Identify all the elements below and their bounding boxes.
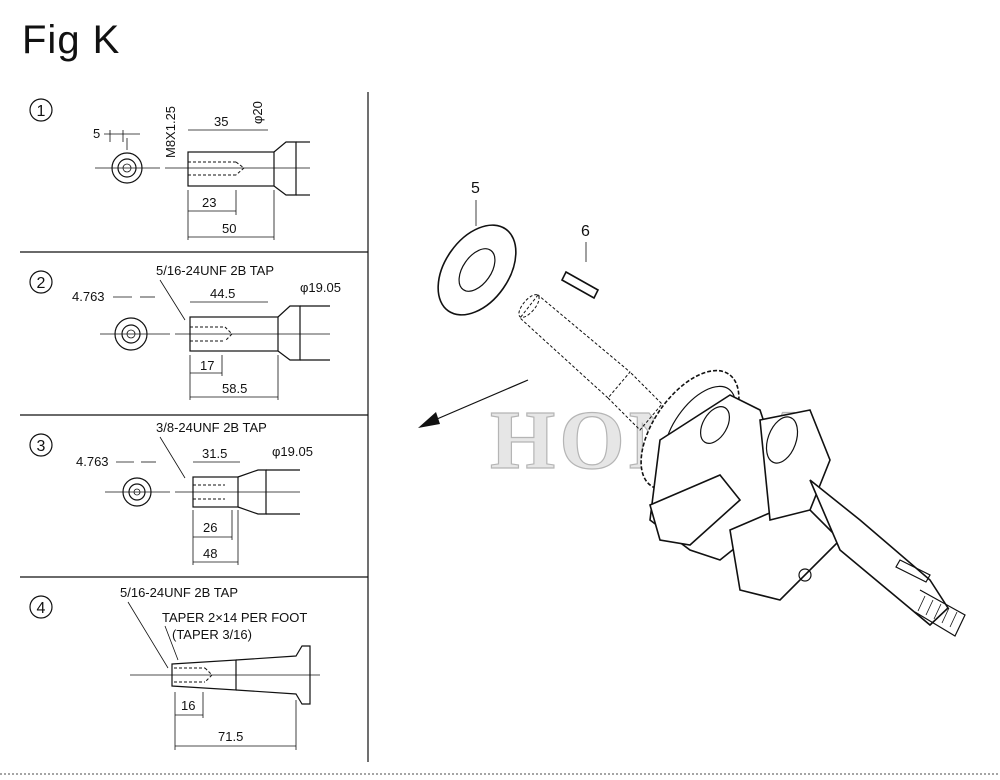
callout-washer: 5 (471, 180, 480, 197)
shaft-view-2: 2 5/16-24UNF 2B TAP 4.763 44.5 φ19.05 17… (29, 263, 341, 400)
taper-note: (TAPER 3/16) (172, 627, 252, 642)
dim-label: 48 (203, 546, 217, 561)
exploded-view: HONDA 5 6 (418, 180, 966, 637)
dim-label: 35 (214, 114, 228, 129)
dim-label: 4.763 (76, 454, 109, 469)
dim-label: 31.5 (202, 446, 227, 461)
diameter-label: φ19.05 (300, 280, 341, 295)
diameter-label: φ19.05 (272, 444, 313, 459)
dim-label: 4.763 (72, 289, 105, 304)
dim-label: 16 (181, 698, 195, 713)
tap-label: 3/8-24UNF 2B TAP (156, 420, 267, 435)
thread-label: M8X1.25 (163, 106, 178, 158)
shaft-view-1: 1 5 M8X1.25 35 φ20 23 50 (29, 98, 310, 240)
crankshaft-part (649, 394, 966, 637)
shaft-view-4: 4 5/16-24UNF 2B TAP TAPER 2×14 PER FOOT … (29, 585, 320, 750)
view-index: 3 (37, 438, 46, 455)
shaft-view-3: 3 3/8-24UNF 2B TAP 4.763 31.5 φ19.05 26 … (29, 420, 313, 565)
washer-part: 5 (437, 180, 517, 316)
view-index-circle (29, 595, 53, 619)
dim-label: 50 (222, 221, 236, 236)
tap-label: 5/16-24UNF 2B TAP (120, 585, 238, 600)
dim-label: 71.5 (218, 729, 243, 744)
panel-frame (0, 92, 1000, 775)
dim-label: 5 (93, 126, 100, 141)
view-index: 1 (37, 103, 46, 120)
tap-label: 5/16-24UNF 2B TAP (156, 263, 274, 278)
view-index: 2 (37, 275, 46, 292)
shaft-outline (518, 294, 663, 431)
dim-label: 58.5 (222, 381, 247, 396)
view-index: 4 (37, 600, 46, 617)
dim-label: 23 (202, 195, 216, 210)
direction-arrow (418, 379, 529, 428)
pin-part: 6 (560, 223, 600, 300)
view-index-circle (29, 270, 53, 294)
view-index-circle (29, 433, 53, 457)
dim-label: 44.5 (210, 286, 235, 301)
view-index-circle (29, 98, 53, 122)
figure-title: Fig K (22, 18, 121, 62)
taper-label: TAPER 2×14 PER FOOT (162, 610, 307, 625)
dim-label: 17 (200, 358, 214, 373)
dim-label: 26 (203, 520, 217, 535)
callout-pin: 6 (581, 223, 590, 240)
diameter-label: φ20 (250, 101, 265, 124)
